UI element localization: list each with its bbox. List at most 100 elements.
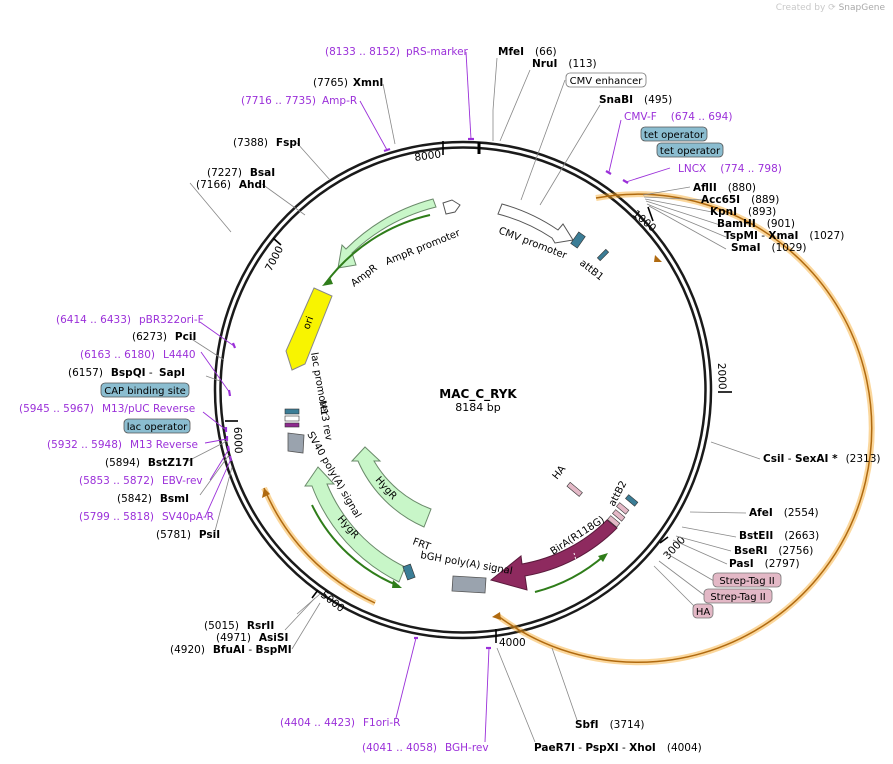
label-bsai: (7227)BsaI [207, 167, 275, 179]
sv40-polya-feature [287, 432, 305, 454]
enzyme-name: PasI [729, 558, 754, 570]
orf-arc-top-head [654, 255, 662, 262]
svg-text:(4404 .. 4423)F1ori-R: (4404 .. 4423) F1ori-R [280, 717, 400, 729]
label-tet-operator-2: tet operator [656, 142, 724, 158]
primer-name: F1ori-R [363, 717, 400, 729]
enzyme-pos: (5894) [105, 457, 140, 469]
label-amp-r: (7716 .. 7735) Amp-R [241, 95, 357, 107]
svg-text:(4971)AsiSI: (4971)AsiSI [216, 632, 288, 644]
label-ebv-rev: (5853 .. 5872)EBV-rev [79, 475, 203, 487]
label-sv40pa-r: (5799 .. 5818)SV40pA-R [79, 511, 214, 523]
leader-lines [187, 57, 761, 743]
enzyme-name: PaeR7I [534, 742, 575, 754]
enzyme-name: BstZ17I [148, 457, 193, 469]
bgh-polya-feature [451, 575, 487, 594]
enzyme-name: BsaI [250, 167, 275, 179]
primer-name: pBR322ori-F [139, 314, 204, 326]
feature-attb2: attB2 [607, 479, 629, 508]
enzyme-pos: (901) [767, 218, 795, 230]
svg-text:LNCX(774 .. 798): LNCX (774 .. 798) [678, 163, 782, 175]
svg-text:(7166)AhdI: (7166)AhdI [196, 179, 266, 191]
enzyme-pos: (7388) [233, 137, 268, 149]
enzyme-name: BfuAI [213, 644, 245, 656]
primer-name: LNCX [678, 163, 706, 175]
primer-range: (5853 .. 5872) [79, 475, 154, 487]
svg-text:AflII(880): AflII(880) [693, 182, 756, 194]
enzyme-pos: (4920) [170, 644, 205, 656]
primer-range: (4404 .. 4423) [280, 717, 355, 729]
orf-arc-main [496, 191, 875, 666]
enzyme-name-3: XhoI [629, 742, 656, 754]
primer-name: BGH-rev [445, 742, 489, 754]
m13-rev-mark [284, 422, 300, 428]
svg-text:(4920)BfuAI - BspMI: (4920)BfuAI - BspMI [170, 644, 292, 656]
label-strep-tag-2: Strep-Tag II [703, 588, 773, 604]
label-nrui: NruI(113) [532, 58, 597, 70]
enzyme-name-2: PspXI [585, 742, 618, 754]
enzyme-name: SnaBI [599, 94, 633, 106]
enzyme-name: PciI [175, 331, 196, 343]
enzyme-name: SbfI [575, 719, 599, 731]
enzyme-pos: (6273) [132, 331, 167, 343]
tick-label-5000: 5000 [318, 589, 346, 615]
svg-text:PaeR7I - PspXI - XhoI(4004): PaeR7I - PspXI - XhoI(4004) [534, 742, 702, 754]
orf-arc-main-head [492, 612, 501, 620]
cmv-promoter-feature [497, 203, 574, 244]
primer-range: (5799 .. 5818) [79, 511, 154, 523]
hygr-orf-line [311, 504, 400, 587]
primer-leaders [199, 51, 671, 743]
svg-text:(5932 .. 5948)M13 Reverse: (5932 .. 5948)M13 Reverse [47, 439, 198, 451]
strep-tag-2-mark [612, 509, 626, 522]
svg-text:HA: HA [696, 607, 711, 618]
primer-name: pRS-marker [406, 46, 469, 58]
orf-arc-left-head [262, 488, 270, 498]
enzyme-name-2: BspMI [255, 644, 291, 656]
svg-text:(5799 .. 5818)SV40pA-R: (5799 .. 5818)SV40pA-R [79, 511, 214, 523]
svg-text:PasI(2797): PasI (2797) [729, 558, 800, 570]
svg-text:BamHI(901): BamHI(901) [717, 218, 795, 230]
bira-feature [489, 519, 618, 591]
primer-name: CMV-F [624, 111, 657, 123]
svg-text:MfeI(66): MfeI(66) [498, 46, 557, 58]
primer-range: (7716 .. 7735) [241, 95, 316, 107]
enzyme-pos: (880) [728, 182, 756, 194]
primer-name: Amp-R [322, 95, 357, 107]
primer-range: (8133 .. 8152) [325, 46, 400, 58]
tick-label-6000: 6000 [231, 427, 244, 454]
primer-range: (6163 .. 6180) [80, 349, 155, 361]
svg-text:NruI(113): NruI(113) [532, 58, 597, 70]
tick-marks [225, 141, 732, 643]
feature-ampr-promoter: AmpR promoter [384, 227, 463, 267]
enzyme-name: BspQI [111, 367, 146, 379]
snapgene-credit: Created by ⟳ SnapGene [776, 3, 885, 13]
label-pbr322ori-f: (6414 .. 6433)pBR322ori-F [56, 314, 204, 326]
label-lac-operator: lac operator [123, 418, 191, 434]
label-strep-tag-1: Strep-Tag II [712, 572, 782, 588]
label-pcii: (6273) PciI [132, 331, 196, 343]
label-cmv-f: CMV-F(674 .. 694) [624, 111, 732, 123]
feature-ampr: AmpR [349, 263, 380, 290]
primer-range: (4041 .. 4058) [362, 742, 437, 754]
feature-ori: ori [301, 315, 316, 331]
label-bsteii: BstEII(2663) [739, 530, 819, 542]
label-m13-reverse: (5932 .. 5948)M13 Reverse [47, 439, 198, 451]
svg-text:(6157)BspQI - SapI: (6157)BspQI - SapI [68, 367, 185, 379]
svg-text:Strep-Tag II: Strep-Tag II [719, 576, 774, 587]
enzyme-name: RsrII [247, 620, 274, 632]
label-prs-marker: (8133 .. 8152) pRS-marker [325, 46, 469, 58]
primer-range: (5932 .. 5948) [47, 439, 122, 451]
svg-text:CMV enhancer: CMV enhancer [570, 76, 644, 87]
label-ha-box: HA [692, 603, 714, 619]
attb2-feature [625, 494, 639, 507]
label-fspi: (7388)FspI [233, 137, 301, 149]
enzyme-pos: (2797) [765, 558, 800, 570]
credit-prefix: Created by [775, 3, 826, 13]
svg-text:(5894)BstZ17I: (5894) BstZ17I [105, 457, 193, 469]
enzyme-pos: (2663) [784, 530, 819, 542]
brand-name: SnapGene [838, 3, 885, 13]
svg-text:BseRI(2756): BseRI(2756) [734, 545, 813, 557]
label-pasi: PasI (2797) [729, 558, 800, 570]
enzyme-pos: (2313) [846, 453, 881, 465]
primer-range: (774 .. 798) [720, 163, 782, 175]
